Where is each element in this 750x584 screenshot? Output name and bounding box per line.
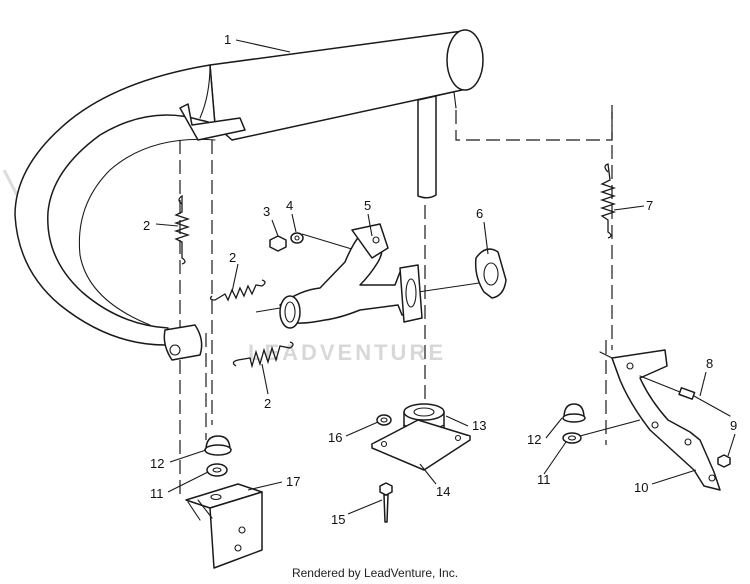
muffler-assembly — [14, 29, 484, 361]
callout-12-right: 12 — [527, 432, 541, 447]
callout-10: 10 — [634, 480, 648, 495]
callout-leaders — [155, 39, 736, 515]
washer-11-right — [562, 432, 582, 444]
callout-9: 9 — [730, 418, 737, 433]
watermark-text: LEADVENTURE — [248, 340, 446, 365]
callout-17: 17 — [286, 474, 300, 489]
grommet-12-right — [562, 403, 586, 423]
spring-2-lower — [232, 341, 294, 369]
nut-3 — [269, 235, 287, 252]
callout-3: 3 — [263, 204, 270, 219]
bracket-10 — [599, 349, 721, 491]
spring-7 — [599, 163, 617, 239]
callout-6: 6 — [476, 206, 483, 221]
callout-2-lower: 2 — [264, 396, 271, 411]
nut-9 — [717, 454, 731, 468]
callout-8: 8 — [706, 356, 713, 371]
callout-12-left: 12 — [150, 456, 164, 471]
callout-11-right: 11 — [537, 472, 551, 487]
callout-1: 1 — [224, 32, 231, 47]
rod-8 — [639, 375, 731, 417]
footer-credit: Rendered by LeadVenture, Inc. — [291, 566, 459, 580]
callout-16: 16 — [328, 430, 342, 445]
callout-11-left: 11 — [150, 486, 164, 501]
callout-13: 13 — [472, 418, 486, 433]
spring-2-upper — [173, 194, 191, 265]
callout-14: 14 — [436, 484, 450, 499]
washer-11-left — [206, 463, 228, 477]
assembly-lines — [179, 105, 641, 500]
callout-2-middle: 2 — [229, 250, 236, 265]
callout-7: 7 — [646, 198, 653, 213]
mount-plate-14 — [371, 419, 471, 471]
washer-4 — [290, 232, 304, 244]
callout-15: 15 — [331, 512, 345, 527]
callout-2-upper: 2 — [143, 218, 150, 233]
gasket-6 — [474, 248, 507, 299]
callout-4: 4 — [286, 198, 293, 213]
bolt-15 — [379, 482, 393, 523]
bracket-17 — [185, 483, 263, 569]
spring-2-middle — [209, 279, 266, 302]
nut-16 — [376, 414, 392, 426]
callout-labels: 1 2 2 2 3 4 5 6 7 8 9 10 11 11 12 12 13 … — [143, 32, 737, 527]
grommet-12-left — [204, 435, 232, 456]
y-pipe-5 — [279, 223, 423, 329]
callout-5: 5 — [364, 198, 371, 213]
